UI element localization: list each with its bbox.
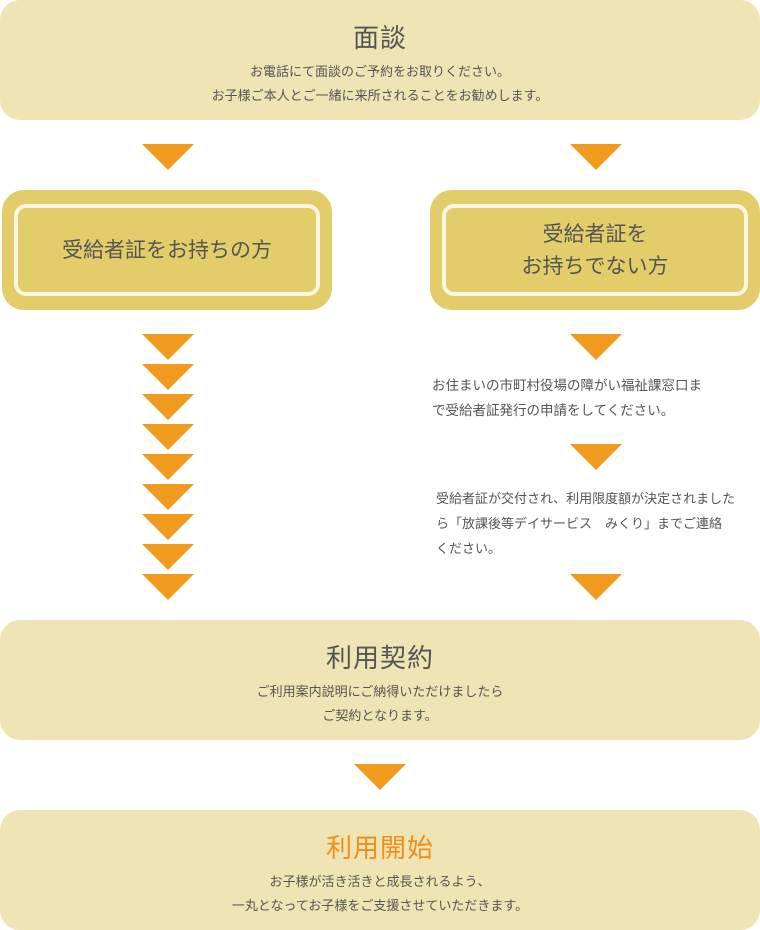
without-certificate-card: 受給者証を お持ちでない方 xyxy=(430,190,760,310)
without-certificate-label: お持ちでない方 xyxy=(521,254,669,278)
interview-text: お子様ご本人とご一緒に来所されることをお勧めします。 xyxy=(211,89,549,104)
arrow-down-icon xyxy=(142,574,194,600)
with-certificate-label: 受給者証をお持ちの方 xyxy=(62,238,272,262)
start-panel: 利用開始 お子様が活き活きと成長されるよう、 一丸となってお子様をご支援させてい… xyxy=(0,810,760,930)
without-certificate-label: 受給者証を xyxy=(542,222,648,246)
arrow-down-icon xyxy=(142,484,194,510)
note-line: 受給者証が交付され、利用限度額が決定されました xyxy=(436,492,736,507)
arrow-down-icon xyxy=(570,334,622,360)
start-title: 利用開始 xyxy=(325,834,434,864)
contract-panel: 利用契約 ご利用案内説明にご納得いただけましたら ご契約となります。 xyxy=(0,620,760,740)
contract-title: 利用契約 xyxy=(325,644,434,674)
arrow-down-icon xyxy=(142,514,194,540)
arrow-down-icon xyxy=(142,544,194,570)
contract-text: ご利用案内説明にご納得いただけましたら xyxy=(256,685,504,700)
contract-text: ご契約となります。 xyxy=(322,709,438,724)
arrow-down-icon xyxy=(142,454,194,480)
with-certificate-card: 受給者証をお持ちの方 xyxy=(2,190,332,310)
note-line: ください。 xyxy=(436,542,502,557)
interview-title: 面談 xyxy=(352,24,407,54)
arrow-down-icon xyxy=(570,144,622,170)
arrow-down-icon xyxy=(142,394,194,420)
step-apply-note: お住まいの市町村役場の障がい福祉課窓口ま で受給者証発行の申請をしてください。 xyxy=(432,374,760,424)
note-line: お住まいの市町村役場の障がい福祉課窓口ま xyxy=(432,378,702,394)
arrow-down-icon xyxy=(142,144,194,170)
note-line: で受給者証発行の申請をしてください。 xyxy=(432,403,675,419)
interview-panel: 面談 お電話にて面談のご予約をお取りください。 お子様ご本人とご一緒に来所される… xyxy=(0,0,760,120)
arrow-down-icon xyxy=(354,764,406,790)
arrow-down-icon xyxy=(570,444,622,470)
step-contact-note: 受給者証が交付され、利用限度額が決定されました ら「放課後等デイサービス みくり… xyxy=(436,487,760,562)
arrow-down-icon xyxy=(142,364,194,390)
interview-text: お電話にて面談のご予約をお取りください。 xyxy=(249,65,510,80)
arrow-down-icon xyxy=(142,424,194,450)
start-text: 一丸となってお子様をご支援させていただきます。 xyxy=(231,899,529,914)
start-text: お子様が活き活きと成長されるよう、 xyxy=(269,875,491,890)
note-line: ら「放課後等デイサービス みくり」までご連絡 xyxy=(436,517,723,532)
arrow-down-icon xyxy=(142,334,194,360)
arrow-down-icon xyxy=(570,574,622,600)
